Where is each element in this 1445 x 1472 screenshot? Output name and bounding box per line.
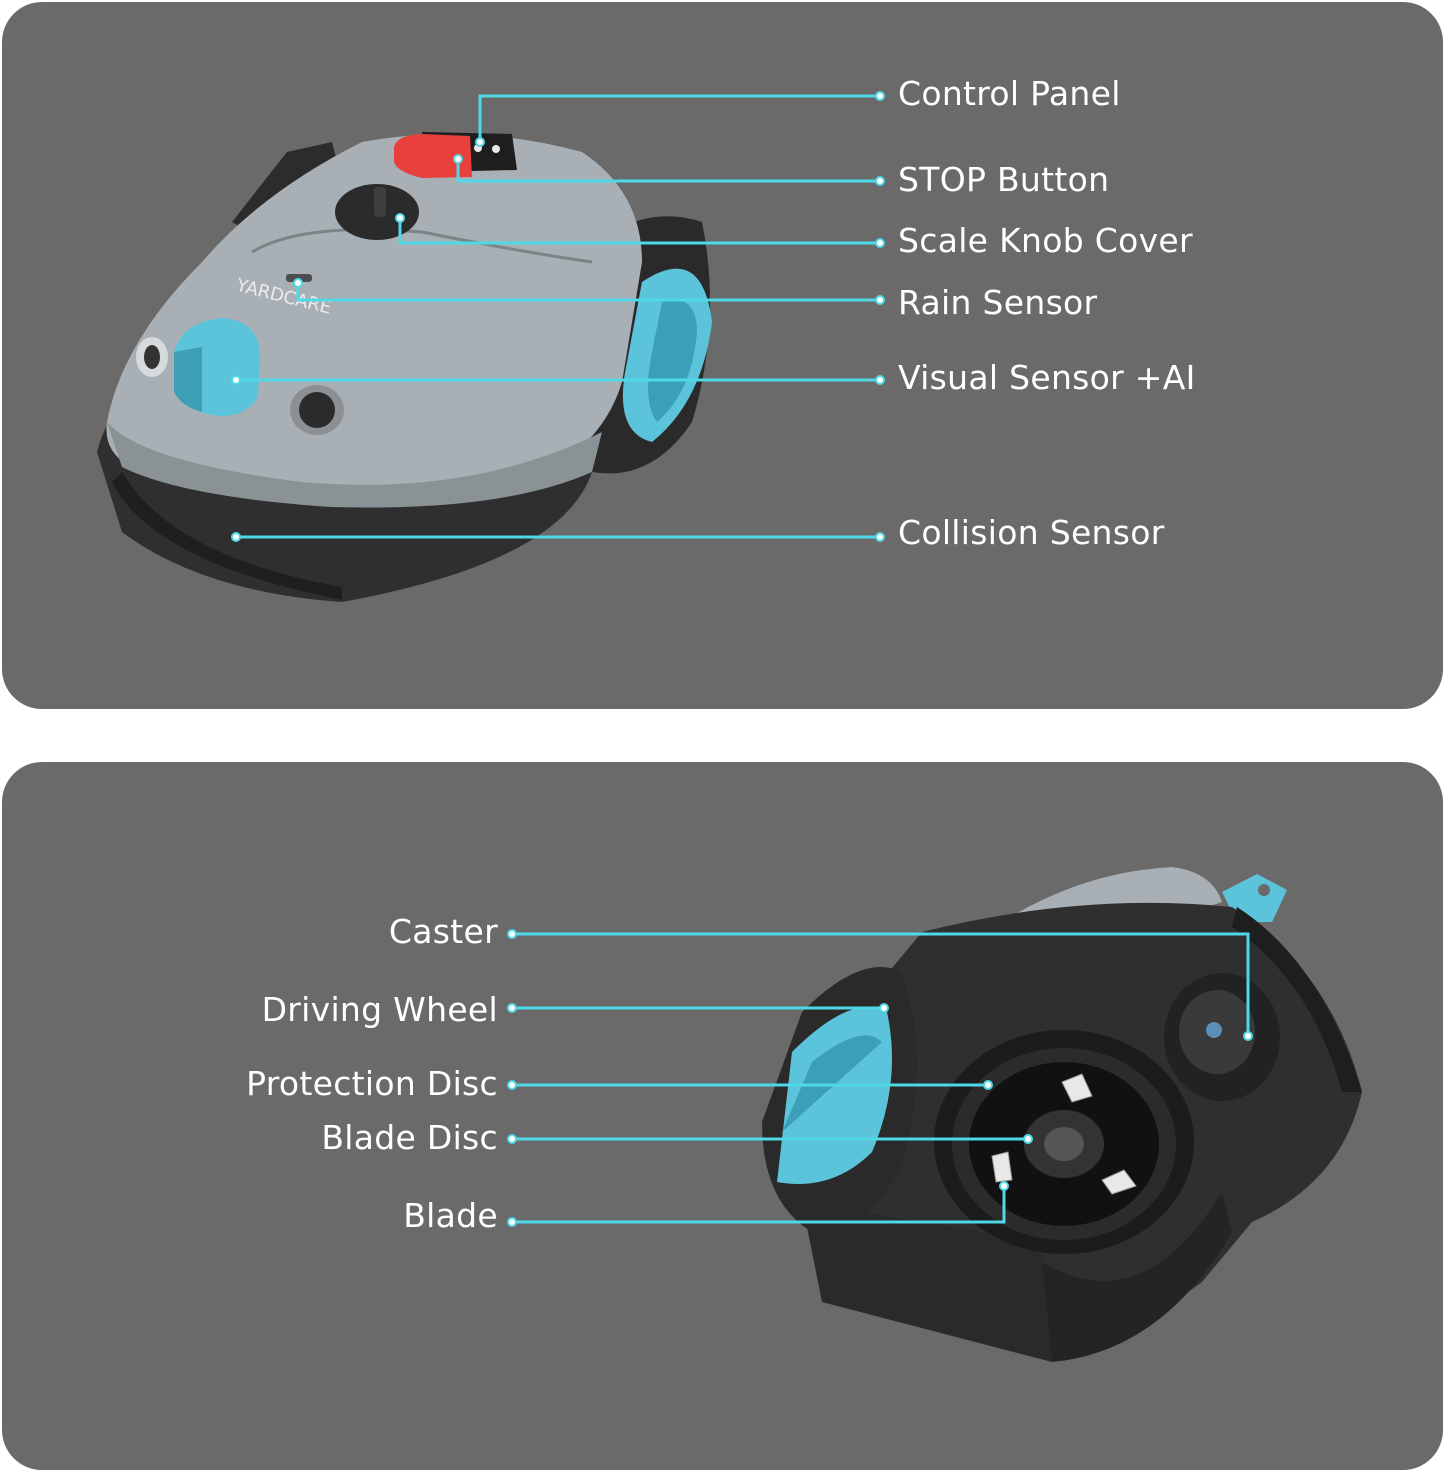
label-blade: Blade: [403, 1196, 498, 1235]
visual-sensor-unit: [174, 318, 260, 416]
mower-bottom-illustration: [507, 867, 1362, 1362]
label-scale-knob-cover: Scale Knob Cover: [898, 221, 1193, 260]
label-blade-disc: Blade Disc: [321, 1118, 498, 1157]
top-leader-dots: [231, 91, 885, 542]
leader-scale-knob-cover: [398, 218, 880, 245]
label-control-panel: Control Panel: [898, 74, 1121, 113]
blades: [991, 1073, 1137, 1195]
leader-blade: [512, 1186, 1006, 1224]
caster-unit: [1164, 973, 1280, 1101]
rain-sensor-unit: [286, 274, 312, 282]
scale-knob: [335, 184, 419, 240]
leader-control-panel: [478, 94, 880, 142]
leader-caster: [512, 932, 1250, 1036]
rear-wheel-bottom: [802, 1202, 1052, 1362]
leader-rain-sensor: [296, 283, 880, 302]
bottom-leader-lines: [512, 932, 1250, 1224]
top-view-panel: YARDCARE Control Panel STOP Button Scale…: [2, 2, 1443, 709]
label-visual-sensor: Visual Sensor +AI: [898, 358, 1196, 397]
label-collision-sensor: Collision Sensor: [898, 513, 1165, 552]
top-leader-lines: [236, 94, 880, 539]
bottom-leader-dots: [507, 929, 1253, 1227]
label-caster: Caster: [388, 912, 498, 951]
label-driving-wheel: Driving Wheel: [261, 990, 498, 1029]
leader-stop-button: [456, 159, 880, 183]
control-panel-unit: [394, 132, 517, 178]
mower-top-illustration: YARDCARE: [97, 91, 885, 602]
label-protection-disc: Protection Disc: [246, 1064, 498, 1103]
label-rain-sensor: Rain Sensor: [898, 283, 1098, 322]
label-stop-button: STOP Button: [898, 160, 1110, 199]
bottom-view-panel: Caster Driving Wheel Protection Disc Bla…: [2, 762, 1443, 1470]
